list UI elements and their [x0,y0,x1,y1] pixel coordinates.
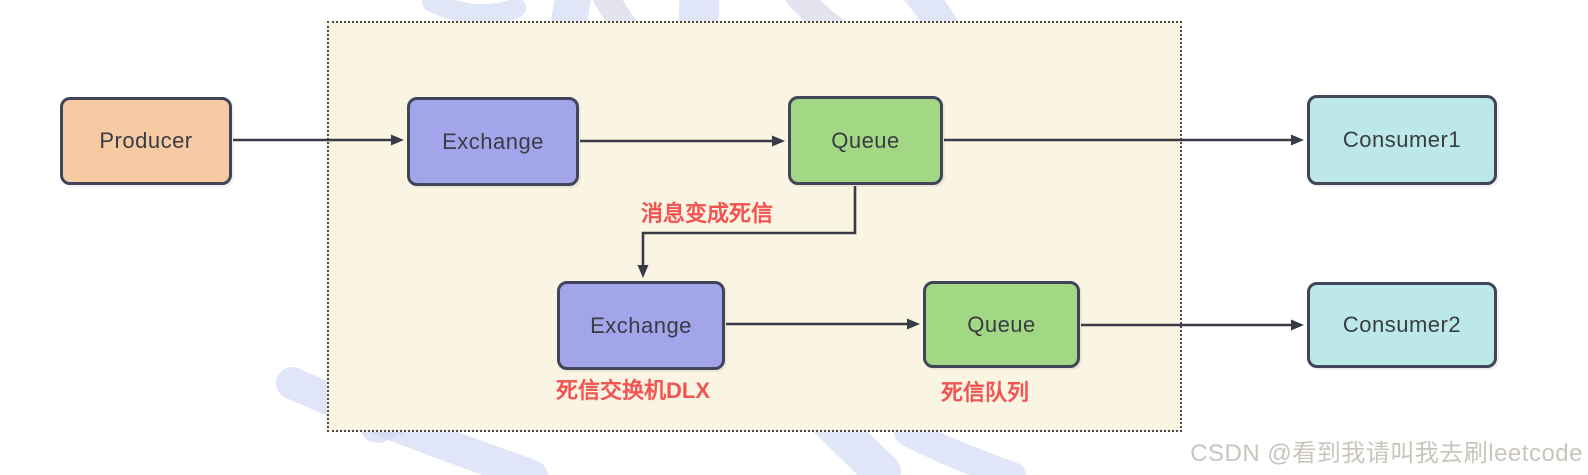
annotation-dlx-exchange-caption: 死信交换机DLX [556,378,711,403]
node-consumer1: Consumer1 [1307,95,1497,185]
node-exchange-dlx: Exchange [557,281,725,370]
node-queue-main-label: Queue [831,127,900,153]
node-exchange-dlx-label: Exchange [590,312,692,338]
node-producer: Producer [60,97,232,185]
node-consumer2: Consumer2 [1307,282,1497,368]
annotation-dlx-queue-caption: 死信队列 [941,380,1030,405]
node-exchange-main-label: Exchange [442,128,544,154]
node-queue-main: Queue [788,96,943,185]
node-queue-dlx-label: Queue [967,311,1036,337]
csdn-watermark-text: CSDN @看到我请叫我去刷leetcode [1190,440,1583,467]
node-consumer2-label: Consumer2 [1342,312,1462,337]
watermark-stroke [422,0,526,25]
node-consumer1-label: Consumer1 [1342,127,1462,152]
node-queue-dlx: Queue [923,281,1080,368]
node-exchange-main: Exchange [407,97,579,186]
annotation-dead-letter-transition: 消息变成死信 [641,201,774,226]
watermark-stroke [894,418,1026,475]
node-producer-label: Producer [99,128,193,153]
